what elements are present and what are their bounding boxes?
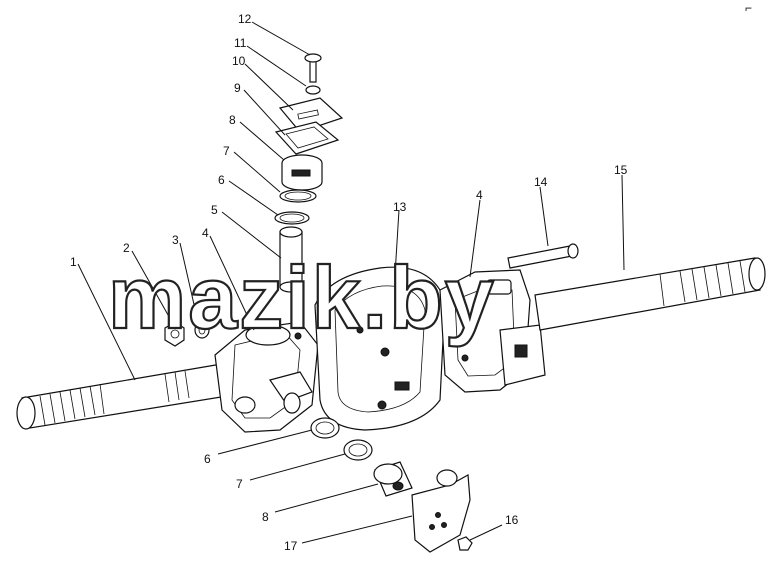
seal-upper [274, 211, 310, 225]
seal-lower [310, 417, 340, 439]
gasket [274, 121, 340, 155]
callout-2: 2 [123, 241, 130, 255]
callout-3: 3 [172, 233, 179, 247]
callout-14: 14 [534, 175, 548, 189]
snap-ring-lower [343, 439, 373, 461]
callout-17: 17 [284, 539, 298, 553]
callout-4-left: 4 [202, 226, 209, 240]
callout-16: 16 [505, 513, 519, 527]
center-cross-housing [314, 266, 446, 431]
callout-labels: 12 11 10 9 8 7 6 5 4 3 2 1 13 4 14 15 6 … [70, 12, 628, 553]
callout-5: 5 [211, 203, 218, 217]
lock-washer [194, 321, 210, 339]
trunnion-journal [279, 226, 303, 293]
callout-7-lower: 7 [236, 477, 243, 491]
callout-8-lower: 8 [262, 510, 269, 524]
callout-6-upper: 6 [218, 173, 225, 187]
bearing-cup-lower [373, 461, 413, 497]
nut [164, 321, 185, 347]
callout-8-upper: 8 [229, 113, 236, 127]
right-bearing-block [499, 324, 546, 386]
callout-15: 15 [614, 163, 628, 177]
left-cross-journal [269, 371, 313, 414]
callout-6-lower: 6 [204, 452, 211, 466]
callout-4-right: 4 [476, 188, 483, 202]
bolt [304, 53, 322, 83]
callout-7-upper: 7 [223, 144, 230, 158]
callout-9: 9 [234, 81, 241, 95]
grease-plug [457, 536, 473, 551]
corner-mark: ⌐ [745, 1, 752, 15]
left-shaft [16, 359, 253, 430]
bolt-washer [305, 85, 321, 95]
right-shaft [534, 257, 766, 331]
pinch-bolt [507, 243, 579, 269]
bearing-cover-plate [278, 97, 344, 133]
bearing-cup [281, 154, 323, 191]
callout-13: 13 [393, 200, 407, 214]
leader-lines [77, 21, 625, 544]
callout-12: 12 [238, 12, 252, 26]
callout-11: 11 [234, 36, 247, 50]
callout-1: 1 [70, 255, 77, 269]
watermark: mazik.by [108, 248, 496, 347]
callout-10: 10 [232, 54, 246, 68]
bearing-bracket [411, 469, 471, 553]
snap-ring-upper [279, 189, 317, 203]
